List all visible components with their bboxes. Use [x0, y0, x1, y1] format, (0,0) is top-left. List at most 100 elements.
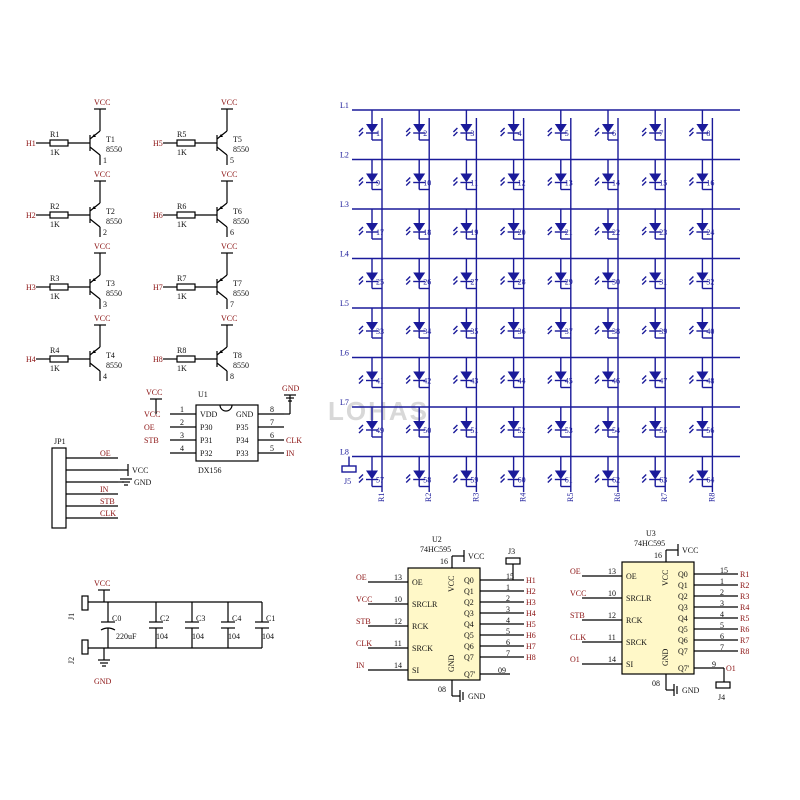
led-triangle	[554, 272, 567, 282]
led-emission	[405, 226, 411, 232]
u2-pin-label: Q5	[464, 631, 474, 640]
led-triangle	[602, 223, 614, 232]
led-emission	[594, 226, 600, 232]
led-emission	[358, 127, 364, 133]
transistor-model: 8550	[233, 217, 249, 226]
led: 24	[688, 209, 714, 240]
led-emission	[688, 474, 694, 479]
led-emission	[594, 276, 600, 281]
led-emission	[547, 280, 553, 285]
led-triangle	[696, 173, 709, 183]
u1-pin-number: 2	[180, 418, 184, 427]
ground-symbol	[284, 394, 296, 402]
led-emission	[500, 177, 506, 182]
led-emission	[688, 177, 694, 182]
u1-gnd-label: GND	[282, 384, 300, 393]
resistor-value: 1K	[50, 220, 60, 229]
column-label: R3	[471, 493, 480, 502]
led-number: 42	[423, 377, 431, 386]
u3-output-net: R1	[740, 570, 749, 579]
collector-node-label: 7	[230, 300, 234, 309]
input-label: H6	[153, 211, 163, 220]
u2-pin-number: 09	[498, 666, 506, 675]
u2-pin-number: 2	[506, 594, 510, 603]
collector-node-label: 4	[103, 372, 107, 381]
led-number: 15	[659, 179, 667, 188]
led-triangle	[649, 173, 662, 183]
led: 11	[452, 159, 478, 191]
led: 53	[547, 407, 573, 438]
jp1-net-label: VCC	[132, 466, 148, 475]
led-triangle	[413, 272, 426, 282]
led: 3	[452, 110, 477, 141]
led-emission	[358, 177, 364, 182]
led-emission	[688, 424, 694, 430]
led-number: 18	[423, 228, 431, 237]
transistor-ref: T6	[233, 207, 242, 216]
u3-pin-number: 5	[720, 621, 724, 630]
led-emission	[547, 276, 553, 281]
u3-vcc-label: VCC	[682, 546, 698, 555]
u3-body	[621, 561, 695, 675]
resistor-value: 1K	[50, 148, 60, 157]
transistor-ref: T4	[106, 351, 115, 360]
led: 17	[358, 209, 384, 240]
jp1-net-label: IN	[100, 485, 109, 494]
resistor-ref: R7	[177, 274, 186, 283]
led-emission	[641, 131, 647, 137]
led-emission	[405, 375, 411, 380]
transistor-model: 8550	[106, 289, 122, 298]
input-label: H3	[26, 283, 36, 292]
led-triangle	[507, 322, 520, 331]
u2-input-net: CLK	[356, 639, 372, 648]
led-number: 8	[706, 129, 710, 138]
led-number: 11	[470, 179, 478, 188]
led-triangle	[602, 421, 614, 430]
led-number: 20	[518, 228, 526, 237]
led: 51	[452, 407, 478, 438]
u1-pin-label: P35	[236, 423, 248, 432]
capacitor-value: 104	[262, 632, 274, 641]
u1-net-label: STB	[144, 436, 159, 445]
led-triangle	[460, 371, 473, 381]
led: 30	[594, 258, 620, 290]
transistor-emitter	[216, 274, 228, 284]
led: 34	[405, 308, 431, 339]
row-label: L5	[340, 299, 349, 308]
led-number: 13	[565, 179, 573, 188]
u3-input-net: O1	[570, 655, 580, 664]
led-number: 39	[659, 327, 667, 336]
led-triangle	[649, 272, 662, 282]
u2-vcc-pin-label: VCC	[447, 576, 456, 592]
led-number: 6	[612, 129, 616, 138]
transistor-emitter	[216, 202, 228, 212]
led-triangle	[602, 470, 614, 480]
led-emission	[500, 230, 506, 236]
u2-input-net: STB	[356, 617, 371, 626]
row-label: L3	[340, 200, 349, 209]
u1-pin-number: 4	[180, 444, 184, 453]
led-emission	[547, 424, 553, 430]
vcc-label: VCC	[221, 242, 237, 251]
input-label: H2	[26, 211, 36, 220]
led-emission	[405, 424, 411, 430]
led: 25	[358, 258, 384, 290]
led-triangle	[602, 371, 614, 381]
led-emission	[452, 428, 458, 434]
led: 8	[688, 110, 713, 141]
u2-pin-label: Q0	[464, 576, 474, 585]
u3-input-net: OE	[570, 567, 581, 576]
led-emission	[641, 325, 647, 331]
led: 22	[594, 209, 620, 240]
led: 50	[405, 407, 431, 438]
u3-output-net: R7	[740, 636, 749, 645]
led-triangle	[460, 421, 473, 430]
u3-pin-number: 12	[608, 611, 616, 620]
led-triangle	[460, 223, 473, 232]
led-emission	[452, 127, 458, 133]
led-emission	[405, 478, 411, 483]
led-number: 14	[612, 179, 620, 188]
led-emission	[358, 329, 364, 335]
capacitor-value: 104	[156, 632, 168, 641]
